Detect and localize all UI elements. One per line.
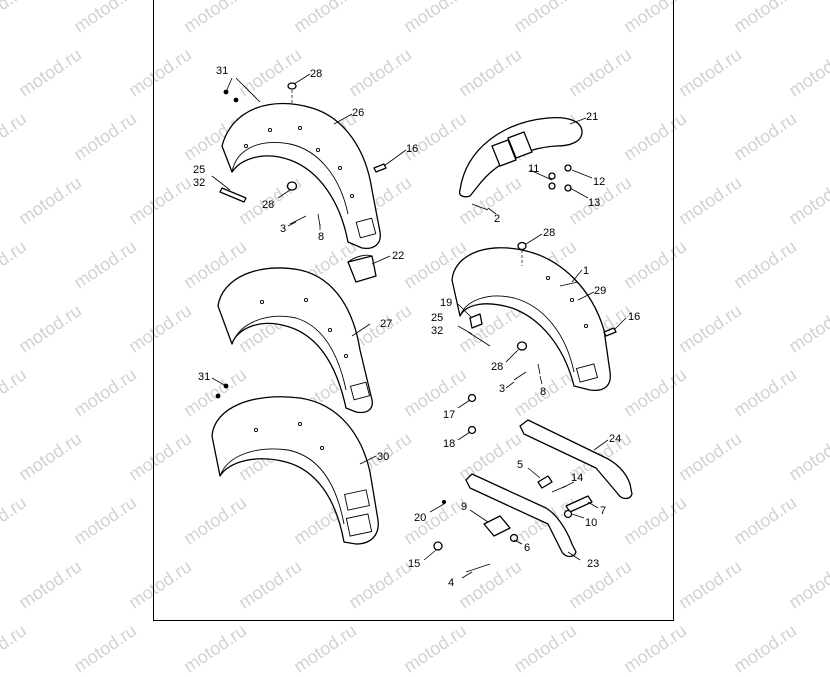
label-1: 1: [583, 265, 589, 277]
label-28-lower: 28: [491, 361, 503, 373]
watermark-text: motod.ru: [730, 620, 801, 677]
watermark-text: motod.ru: [70, 620, 141, 677]
label-3-right: 3: [499, 383, 505, 395]
label-27: 27: [380, 318, 392, 330]
label-20: 20: [414, 512, 426, 524]
label-16-left: 16: [406, 143, 418, 155]
label-4: 4: [448, 577, 454, 589]
watermark-text: motod.ru: [620, 620, 691, 677]
label-31-lower: 31: [198, 371, 210, 383]
label-28-mid: 28: [262, 199, 274, 211]
watermark-text: motod.ru: [290, 620, 361, 677]
label-32-left: 32: [193, 177, 205, 189]
label-5: 5: [517, 459, 523, 471]
fender-exploded-diagram: 31 28 26 16 25 32 28 3 8 21 11 12 13 2 2…: [193, 65, 640, 589]
label-30: 30: [377, 451, 389, 463]
label-17: 17: [443, 409, 455, 421]
label-18: 18: [443, 438, 455, 450]
fender-27[interactable]: [217, 267, 373, 414]
label-12: 12: [593, 176, 605, 188]
label-16-right: 16: [628, 311, 640, 323]
label-22: 22: [392, 250, 404, 262]
support-rail-24[interactable]: [519, 419, 633, 500]
support-rail-23[interactable]: [465, 473, 577, 558]
label-15: 15: [408, 558, 420, 570]
front-fender-21[interactable]: [458, 116, 583, 198]
label-19: 19: [440, 297, 452, 309]
label-25-right: 25: [431, 312, 443, 324]
label-23: 23: [587, 558, 599, 570]
watermark-text: motod.ru: [510, 620, 581, 677]
hardware: [215, 82, 617, 573]
label-8-left: 8: [318, 231, 324, 243]
label-26: 26: [352, 107, 364, 119]
bracket-22[interactable]: [347, 254, 377, 283]
callout-labels: 31 28 26 16 25 32 28 3 8 21 11 12 13 2 2…: [193, 65, 640, 589]
label-10: 10: [585, 517, 597, 529]
label-28-right: 28: [543, 227, 555, 239]
label-2: 2: [494, 213, 500, 225]
label-9: 9: [461, 501, 467, 513]
label-25-left: 25: [193, 164, 205, 176]
label-14: 14: [571, 472, 583, 484]
fender-30[interactable]: [211, 396, 379, 545]
label-3-left: 3: [280, 223, 286, 235]
watermark-text: motod.ru: [180, 620, 251, 677]
label-29: 29: [594, 285, 606, 297]
label-21: 21: [586, 111, 598, 123]
label-11: 11: [528, 163, 539, 175]
label-24: 24: [609, 433, 621, 445]
label-31-top: 31: [216, 65, 228, 77]
watermark-text: motod.ru: [0, 620, 31, 677]
label-7: 7: [600, 505, 606, 517]
watermark-text: motod.ru: [400, 620, 471, 677]
fender-26[interactable]: [221, 102, 381, 250]
label-13: 13: [588, 197, 600, 209]
label-28-top: 28: [310, 68, 322, 80]
diagram-frame: [153, 0, 674, 621]
label-6: 6: [524, 542, 530, 554]
label-32-right: 32: [431, 325, 443, 337]
leader-lines: [211, 73, 627, 579]
label-8-right: 8: [540, 386, 546, 398]
